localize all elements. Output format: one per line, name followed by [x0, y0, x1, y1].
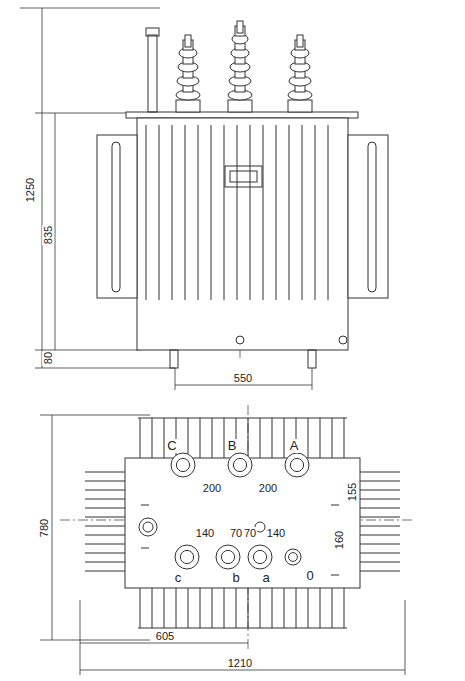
dimension-label: 550 — [233, 372, 253, 384]
dimension-label: 70 — [243, 527, 257, 539]
bushing — [288, 35, 312, 112]
dimension-label: 140 — [195, 527, 215, 539]
dimension-label: 780 — [38, 518, 50, 538]
cooling-fin — [263, 125, 264, 300]
cooling-fin — [289, 125, 290, 300]
cooling-fin — [315, 125, 316, 300]
tank-top — [85, 418, 400, 628]
tank-front — [97, 21, 388, 368]
cooling-fin — [237, 125, 238, 300]
cooling-fin — [276, 125, 277, 300]
cooling-fin — [185, 125, 186, 300]
cooling-fin — [172, 125, 173, 300]
cooling-fin — [198, 125, 199, 300]
dimension-label: 140 — [266, 527, 286, 539]
dimension-label: 70 — [229, 527, 243, 539]
cooling-fin — [159, 125, 160, 300]
cooling-fin — [302, 125, 303, 300]
bushing — [176, 35, 200, 112]
dimension-label: 605 — [155, 630, 175, 642]
dimension-label: 835 — [42, 225, 54, 245]
phase-label: A — [289, 439, 300, 453]
dimension-label: 1250 — [24, 177, 36, 203]
cooling-fin — [250, 125, 251, 300]
dimension-label: 80 — [42, 351, 54, 365]
phase-label: B — [227, 439, 238, 453]
phase-label: a — [261, 571, 270, 585]
dimension-label: 200 — [258, 482, 278, 494]
dimension-label: 1210 — [227, 657, 253, 669]
cooling-fin — [224, 125, 225, 300]
dimension-label: 160 — [333, 530, 345, 550]
dimension-label: 155 — [346, 482, 358, 502]
phase-label: 0 — [305, 569, 314, 583]
cooling-fin — [328, 125, 329, 300]
cooling-fin — [146, 125, 147, 300]
bushing — [228, 21, 252, 112]
dimension-lines — [20, 8, 405, 675]
phase-label: c — [174, 571, 183, 585]
cooling-fin — [211, 125, 212, 300]
phase-label: C — [166, 439, 177, 453]
phase-label: b — [231, 571, 240, 585]
dimension-label: 200 — [202, 482, 222, 494]
